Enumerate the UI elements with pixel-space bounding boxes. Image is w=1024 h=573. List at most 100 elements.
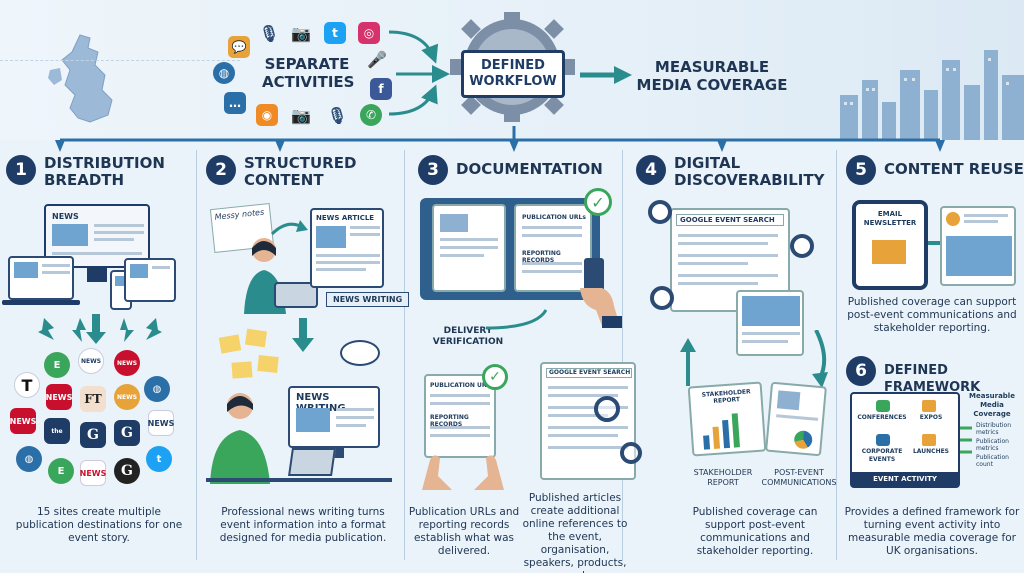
sticky-notes bbox=[231, 361, 253, 379]
check-icon: ✓ bbox=[482, 364, 508, 390]
hand-holding-phone-icon bbox=[580, 258, 622, 328]
converging-arrows bbox=[388, 30, 450, 116]
publisher-logo: NEWS bbox=[114, 350, 140, 376]
camera-icon: 📷 bbox=[291, 23, 311, 43]
laptop bbox=[288, 448, 336, 476]
publisher-logo: FT bbox=[80, 386, 106, 412]
twitter-icon: t bbox=[146, 446, 172, 472]
facebook-icon: f bbox=[370, 78, 392, 100]
whatsapp-icon: ✆ bbox=[360, 104, 382, 126]
publisher-logo: NEWS bbox=[148, 410, 174, 436]
framework-item: CONFERENCES bbox=[857, 414, 907, 421]
publication-report-paper: PUBLICATION URLs REPORTING RECORDS bbox=[424, 374, 496, 458]
arrow-right-icon bbox=[960, 426, 972, 454]
step-1-description: 15 sites create multiple publication des… bbox=[15, 506, 183, 544]
laptop bbox=[8, 256, 74, 300]
separate-activities-label: SEPARATE ACTIVITIES bbox=[262, 55, 355, 91]
step-title: DEFINED FRAMEWORK bbox=[884, 363, 981, 395]
rss-icon: ◉ bbox=[256, 104, 278, 126]
desktop-monitor: NEWS bbox=[44, 204, 150, 268]
person-typing-icon bbox=[210, 393, 270, 484]
monitor-stand bbox=[87, 268, 107, 282]
document-page bbox=[432, 204, 506, 292]
framework-item: EXPOS bbox=[919, 414, 943, 421]
magnifier-icon bbox=[594, 396, 620, 422]
stakeholder-report: STAKEHOLDER REPORT bbox=[687, 381, 767, 457]
camera-icon: 📷 bbox=[291, 105, 311, 125]
calendar-icon bbox=[922, 400, 936, 412]
instagram-icon: ◎ bbox=[358, 22, 380, 44]
step-number: 4 bbox=[636, 155, 666, 185]
publisher-logo: NEWS bbox=[80, 460, 106, 486]
publisher-logo: G bbox=[80, 422, 106, 448]
step-4-header: 4 DIGITAL DISCOVERABILITY bbox=[636, 155, 824, 189]
google-search-browser: GOOGLE EVENT SEARCH bbox=[540, 362, 636, 480]
document-page: PUBLICATION URLs REPORTING RECORDS bbox=[514, 204, 592, 292]
publisher-logo: NEWS bbox=[78, 348, 104, 374]
step-2-description: Professional news writing turns event in… bbox=[219, 506, 387, 544]
article-card bbox=[736, 290, 804, 356]
microphone-icon: 🎙 bbox=[326, 105, 348, 125]
tablet bbox=[124, 258, 176, 302]
tablet-email: EMAIL NEWSLETTER bbox=[852, 200, 928, 290]
step-3-description: Publication URLs and reporting records e… bbox=[408, 506, 520, 557]
column-divider bbox=[836, 150, 837, 560]
sticky-notes bbox=[244, 328, 268, 348]
arrow-right-icon bbox=[270, 220, 308, 236]
desk bbox=[206, 478, 392, 482]
envelope-icon bbox=[872, 240, 906, 264]
post-event-communications-caption: POST-EVENT COMMUNICATIONS bbox=[761, 468, 837, 487]
news-writing-monitor: NEWS WRITING bbox=[288, 386, 380, 448]
step-6-description: Provides a defined framework for turning… bbox=[844, 506, 1020, 557]
framework-item: LAUNCHES bbox=[912, 448, 950, 455]
step-number: 6 bbox=[846, 356, 876, 386]
laptop-base bbox=[2, 300, 80, 305]
news-writing-tag: NEWS WRITING bbox=[326, 292, 410, 307]
column-divider bbox=[404, 150, 405, 560]
twitter-icon: t bbox=[324, 22, 346, 44]
publisher-logo: the bbox=[44, 418, 70, 444]
report-screen bbox=[940, 206, 1016, 286]
column-divider bbox=[622, 150, 623, 560]
step-5-description: Published coverage can support post-even… bbox=[847, 296, 1017, 334]
conferences-icon bbox=[876, 400, 890, 412]
people-icon bbox=[876, 434, 890, 446]
event-activity-bar: EVENT ACTIVITY bbox=[852, 472, 958, 486]
publisher-logo: NEWS bbox=[10, 408, 36, 434]
step-1-header: 1 DISTRIBUTION BREADTH bbox=[6, 155, 194, 189]
arrow-right-icon bbox=[580, 66, 632, 84]
arrow-down-icon bbox=[292, 318, 314, 352]
magnifier-icon bbox=[648, 200, 672, 224]
hands-icon bbox=[422, 455, 504, 490]
post-event-document bbox=[765, 381, 827, 457]
metric-item: Publication metrics bbox=[976, 438, 1009, 452]
megaphone-icon bbox=[922, 434, 936, 446]
framework-item: CORPORATE EVENTS bbox=[861, 448, 903, 463]
spreading-arrows bbox=[38, 314, 162, 344]
column-divider bbox=[196, 150, 197, 560]
defined-workflow-box: DEFINED WORKFLOW bbox=[461, 50, 565, 98]
grid-line bbox=[0, 60, 240, 61]
curved-arrow bbox=[485, 309, 548, 330]
speech-bubble bbox=[340, 340, 380, 366]
step-2-header: 2 STRUCTURED CONTENT bbox=[206, 155, 384, 189]
globe-icon: ◍ bbox=[16, 446, 42, 472]
news-screen-label: NEWS bbox=[52, 212, 79, 221]
stakeholder-report-caption: STAKEHOLDER REPORT bbox=[693, 468, 753, 487]
publisher-logo: E bbox=[44, 352, 70, 378]
sticky-notes bbox=[218, 334, 242, 354]
news-article-monitor: NEWS ARTICLE bbox=[310, 208, 384, 288]
step-number: 1 bbox=[6, 155, 36, 185]
publisher-logo: NEWS bbox=[46, 384, 72, 410]
chat-icon: … bbox=[224, 92, 246, 114]
globe-icon: ◍ bbox=[213, 62, 235, 84]
step-number: 2 bbox=[206, 155, 236, 185]
step-title: CONTENT REUSE bbox=[884, 160, 1024, 178]
magnifier-icon bbox=[790, 234, 814, 258]
publisher-logo: NEWS bbox=[114, 384, 140, 410]
step-title: DISTRIBUTION BREADTH bbox=[44, 154, 165, 189]
step-4-description: Published coverage can support post-even… bbox=[692, 506, 818, 557]
coverage-title: Measurable Media Coverage bbox=[969, 392, 1015, 418]
microphone-icon: 🎙 bbox=[258, 23, 280, 43]
measurable-media-coverage-label: MEASURABLE MEDIA COVERAGE bbox=[636, 58, 788, 94]
